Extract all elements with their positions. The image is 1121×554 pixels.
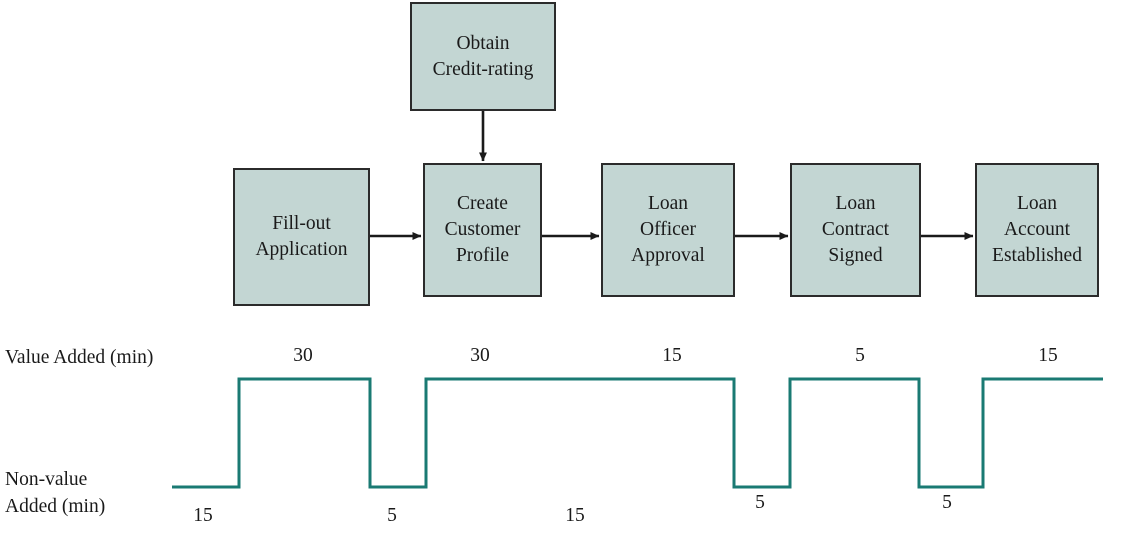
process-box-label-line: Account bbox=[1003, 219, 1071, 241]
process-box-label-line: Profile bbox=[455, 244, 510, 266]
waveform-path bbox=[172, 377, 1103, 489]
non-value-added-time-label: 5 bbox=[387, 505, 397, 526]
process-box-label-line: Established bbox=[992, 244, 1082, 266]
process-box-label-line: Obtain bbox=[456, 32, 510, 54]
non-value-added-time-label: 15 bbox=[193, 505, 213, 526]
process-box-label-line: Approval bbox=[631, 244, 705, 266]
non-value-added-axis-label-line1: Non-value bbox=[5, 469, 88, 490]
process-box-label-line: Credit-rating bbox=[432, 58, 534, 80]
process-box-label-line: Signed bbox=[828, 244, 883, 266]
value-added-time-label: 30 bbox=[293, 345, 313, 366]
process-box-label-line: Contract bbox=[821, 219, 890, 241]
process-box-label-line: Officer bbox=[640, 219, 696, 241]
value-added-axis-label: Value Added (min) bbox=[5, 347, 154, 368]
value-added-time-label: 15 bbox=[1038, 345, 1058, 366]
value-added-time-label: 30 bbox=[470, 345, 490, 366]
process-box-label-line: Loan bbox=[647, 193, 689, 215]
process-box-label-line: Fill-out bbox=[272, 213, 331, 235]
process-box-label-line: Customer bbox=[444, 219, 521, 241]
process-box-label-line: Loan bbox=[835, 193, 876, 215]
value-added-time-label: 15 bbox=[662, 345, 682, 366]
non-value-added-axis-label-line2: Added (min) bbox=[5, 496, 106, 517]
non-value-added-time-label: 15 bbox=[565, 505, 585, 526]
process-box-label-line: Create bbox=[457, 193, 508, 215]
process-box-label-line: Application bbox=[255, 239, 348, 260]
non-value-added-time-label: 5 bbox=[942, 492, 952, 513]
process-box-label-line: Loan bbox=[1016, 193, 1058, 215]
value-added-time-label: 5 bbox=[855, 345, 865, 366]
non-value-added-time-label: 5 bbox=[755, 492, 765, 513]
